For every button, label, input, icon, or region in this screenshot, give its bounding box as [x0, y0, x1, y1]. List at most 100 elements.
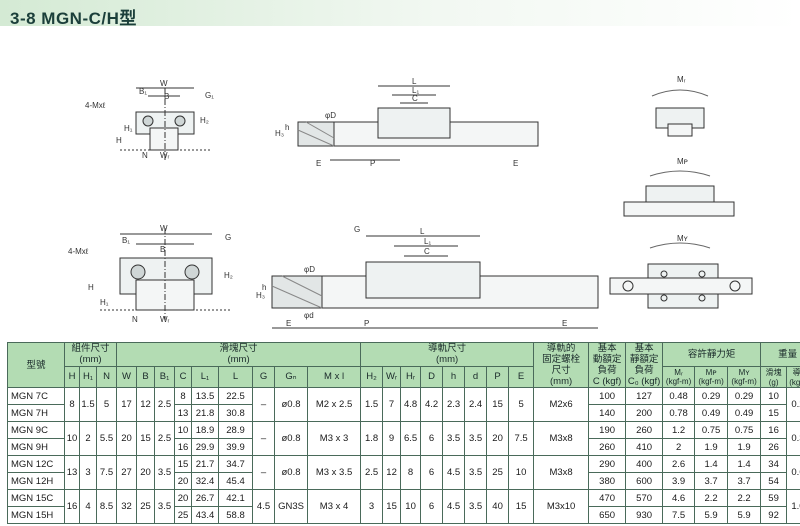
- col-moment: 容許靜力矩: [662, 342, 762, 367]
- cell-mp: 0.49: [694, 404, 729, 422]
- cell-G: 4.5: [252, 489, 276, 524]
- svg-text:4-Mxℓ: 4-Mxℓ: [85, 101, 106, 110]
- cell-block-weight: 92: [760, 506, 788, 524]
- hdr-h: h: [442, 365, 466, 389]
- cell-rail-weight: 0.65: [786, 455, 800, 490]
- cell-mp: 1.9: [694, 438, 729, 456]
- cell-Gn: ø0.8: [274, 387, 309, 422]
- col-block: 滑塊尺寸(mm): [116, 342, 362, 367]
- cell-WR: 7: [382, 387, 402, 422]
- hdr-my: Mʏ(kgf-m): [727, 365, 762, 389]
- cell-block-weight: 59: [760, 489, 788, 507]
- cell-G: –: [252, 387, 276, 422]
- svg-text:L: L: [420, 227, 425, 236]
- svg-text:G: G: [354, 225, 360, 234]
- col-rail-bolt: 導軌的固定螺栓尺寸(mm): [533, 342, 590, 388]
- cell-block-weight: 16: [760, 421, 788, 439]
- cell-C: 10: [174, 421, 193, 439]
- cell-dyn-load: 100: [588, 387, 627, 405]
- cell-D: 4.2: [420, 387, 444, 422]
- svg-text:N: N: [142, 151, 148, 160]
- cell-mr: 3.9: [662, 472, 696, 490]
- cell-D: 6: [420, 421, 444, 456]
- svg-text:4-Mxℓ: 4-Mxℓ: [68, 247, 89, 256]
- hdr-Mxl: M x l: [307, 365, 362, 389]
- hdr-D: D: [420, 365, 444, 389]
- cell-dyn-load: 380: [588, 472, 627, 490]
- hdr-W: W: [116, 365, 138, 389]
- svg-text:C: C: [424, 247, 430, 256]
- hdr-C: C: [174, 365, 193, 389]
- cell-d: 3.5: [464, 421, 488, 456]
- svg-text:Wᵣ: Wᵣ: [160, 151, 170, 160]
- cell-P: 25: [486, 455, 510, 490]
- cell-C: 20: [174, 489, 193, 507]
- cell-H1: 3: [79, 455, 97, 490]
- moment-diagram-mp: [623, 170, 735, 217]
- col-model: 型號: [7, 342, 65, 388]
- hdr-G: G: [252, 365, 276, 389]
- cell-bolt: M3x8: [533, 455, 590, 490]
- svg-text:φD: φD: [325, 111, 336, 120]
- cell-N: 5.5: [95, 421, 118, 456]
- svg-text:H₃: H₃: [256, 291, 265, 300]
- cell-W: 17: [116, 387, 138, 422]
- hdr-L: L: [218, 365, 254, 389]
- svg-text:L₁: L₁: [424, 237, 431, 246]
- cell-N: 8.5: [95, 489, 118, 524]
- spec-table: 型號 組件尺寸(mm) 滑塊尺寸(mm) 導軌尺寸(mm) 導軌的固定螺栓尺寸(…: [7, 342, 800, 524]
- moment-diagram-mr: [651, 89, 709, 137]
- cell-mr: 0.78: [662, 404, 696, 422]
- svg-text:H₁: H₁: [124, 124, 133, 133]
- cell-static-load: 410: [625, 438, 664, 456]
- cell-mp: 2.2: [694, 489, 729, 507]
- cell-H1: 2: [79, 421, 97, 456]
- cell-P: 15: [486, 387, 510, 422]
- cell-H2: 1.5: [360, 387, 384, 422]
- svg-text:W: W: [160, 79, 168, 88]
- cell-B: 25: [136, 489, 156, 524]
- cell-Gn: GN3S: [274, 489, 309, 524]
- cell-d: 3.5: [464, 489, 488, 524]
- cross-section-large-labels: W B₁ B G 4-Mxℓ H H₁ H₂ N Wᵣ: [68, 224, 233, 324]
- cell-dyn-load: 190: [588, 421, 627, 439]
- cell-H1: 4: [79, 489, 97, 524]
- cell-L: 34.7: [218, 455, 254, 473]
- cell-my: 0.49: [727, 404, 762, 422]
- hdr-d: d: [464, 365, 488, 389]
- cell-model: MGN 15H: [7, 506, 65, 524]
- cell-G: –: [252, 421, 276, 456]
- col-rail: 導軌尺寸(mm): [360, 342, 535, 367]
- svg-text:G₁: G₁: [205, 91, 214, 100]
- cell-D: 6: [420, 455, 444, 490]
- cell-static-load: 200: [625, 404, 664, 422]
- cell-B1: 2.5: [154, 387, 176, 422]
- page-title: 3-8 MGN-C/H型: [10, 9, 137, 28]
- cell-mr: 0.48: [662, 387, 696, 405]
- svg-text:B: B: [160, 245, 165, 254]
- cell-Mxl: M3 x 3: [307, 421, 362, 456]
- svg-text:B: B: [164, 92, 169, 101]
- cell-HR: 10: [400, 489, 422, 524]
- cell-L: 45.4: [218, 472, 254, 490]
- cell-Gn: ø0.8: [274, 455, 309, 490]
- hdr-H2: H₂: [360, 365, 384, 389]
- svg-text:h: h: [285, 123, 289, 132]
- cell-dyn-load: 650: [588, 506, 627, 524]
- cell-mp: 3.7: [694, 472, 729, 490]
- cell-C: 15: [174, 455, 193, 473]
- cell-B: 15: [136, 421, 156, 456]
- cross-section-small: [120, 87, 210, 160]
- cell-Mxl: M3 x 3.5: [307, 455, 362, 490]
- svg-text:G: G: [225, 233, 231, 242]
- cell-H: 13: [64, 455, 80, 490]
- cell-P: 40: [486, 489, 510, 524]
- cell-mp: 0.29: [694, 387, 729, 405]
- cell-L: 22.5: [218, 387, 254, 405]
- cell-static-load: 127: [625, 387, 664, 405]
